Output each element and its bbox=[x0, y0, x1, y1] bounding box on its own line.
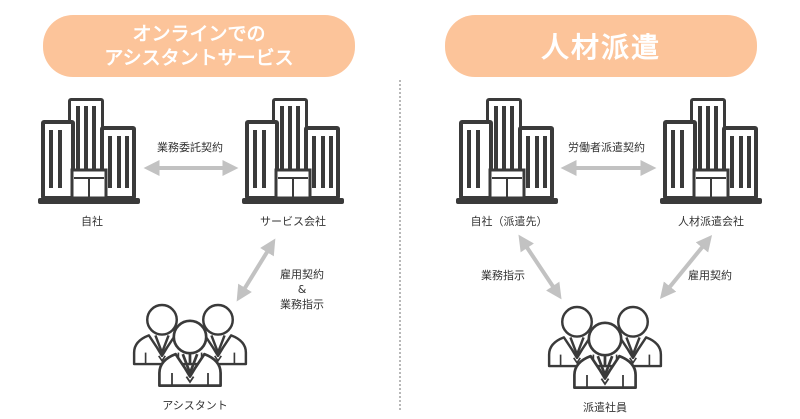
staffing-title-pill: 人材派遣 bbox=[445, 15, 757, 77]
online-assistant-title-pill: オンラインでの アシスタントサービス bbox=[43, 15, 355, 77]
instruction-arrow bbox=[518, 234, 562, 300]
employment-label: 雇用契約 bbox=[688, 269, 732, 282]
dispatch-contract-label: 労働者派遣契約 bbox=[568, 141, 645, 154]
company-label: 自社 bbox=[81, 215, 103, 228]
people-icon bbox=[549, 307, 661, 388]
employment-label-line3: 業務指示 bbox=[280, 298, 324, 311]
provider-label: 人材派遣会社 bbox=[678, 215, 744, 228]
employment-arrow bbox=[659, 235, 713, 299]
center-divider bbox=[399, 80, 401, 410]
employment-label-line2: & bbox=[297, 283, 307, 296]
staffing-title: 人材派遣 bbox=[540, 31, 661, 64]
worker-label: 派遣社員 bbox=[583, 401, 627, 414]
employment-label-line1: 雇用契約 bbox=[280, 268, 324, 281]
provider-label: サービス会社 bbox=[260, 215, 326, 228]
online-assistant-title-line1: オンラインでの bbox=[132, 23, 266, 45]
people-icon bbox=[134, 305, 246, 386]
online-assistant-title-line2: アシスタントサービス bbox=[104, 47, 294, 69]
building-icon bbox=[36, 96, 142, 206]
employment-label: 雇用契約 & 業務指示 bbox=[280, 267, 324, 312]
contract-label: 業務委託契約 bbox=[157, 141, 223, 154]
instruction-label: 業務指示 bbox=[481, 269, 525, 282]
worker-label: アシスタント bbox=[162, 399, 228, 412]
building-icon bbox=[240, 96, 346, 206]
company-label: 自社（派遣先） bbox=[470, 215, 548, 228]
employment-arrow bbox=[236, 238, 276, 302]
building-icon bbox=[454, 96, 560, 206]
building-icon bbox=[658, 96, 764, 206]
